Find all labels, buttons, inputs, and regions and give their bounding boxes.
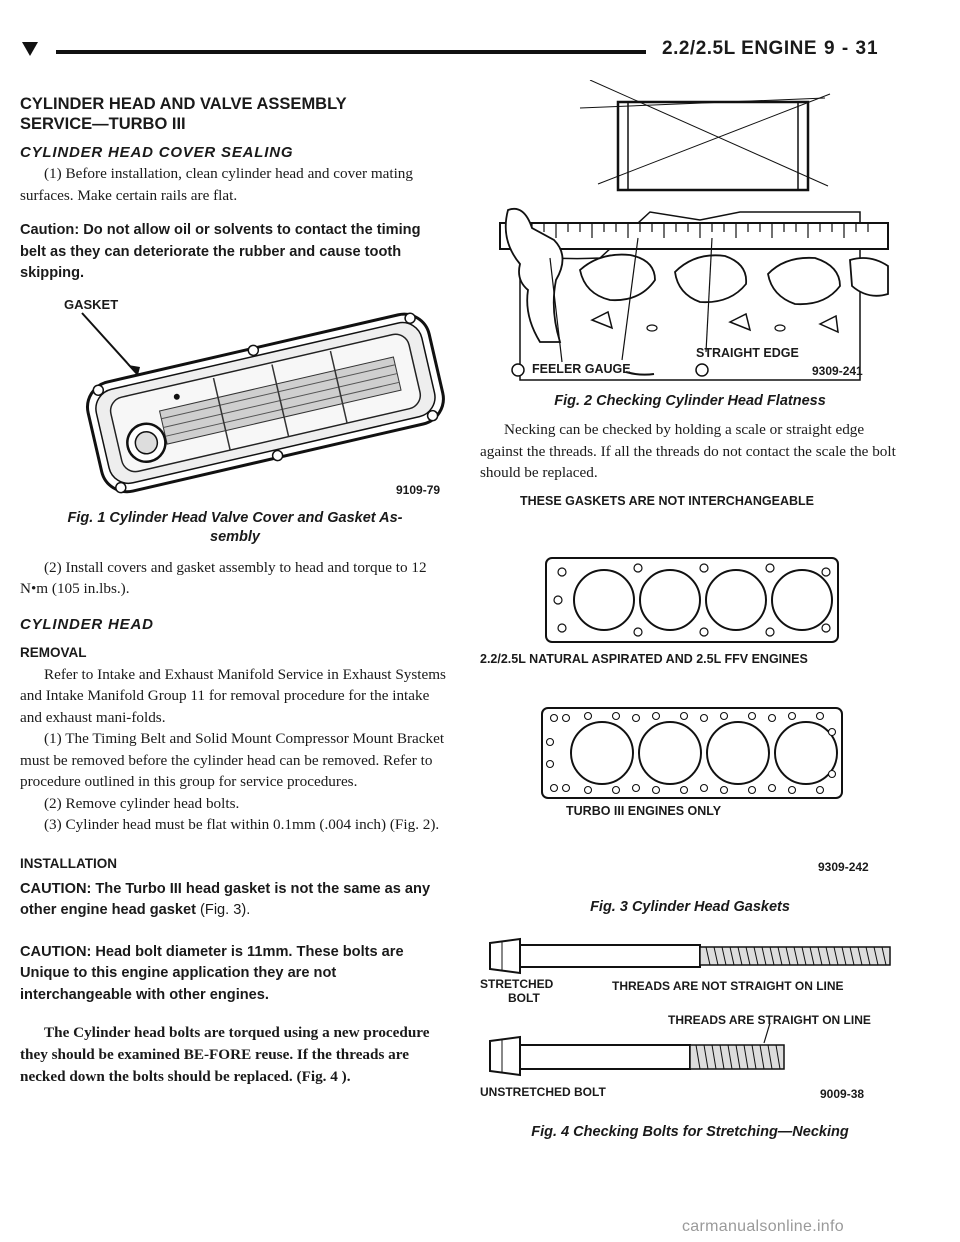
fig4-bolt-label: BOLT [508, 990, 540, 1005]
fig4-straight-label: THREADS ARE STRAIGHT ON LINE [668, 1012, 871, 1027]
cover-sealing-title: CYLINDER HEAD COVER SEALING [20, 144, 294, 161]
cover-step-1: (1) Before installation, clean cylinder … [20, 165, 413, 204]
fig1-caption-line1: Fig. 1 Cylinder Head Valve Cover and Gas… [67, 509, 403, 526]
fig1-code: 9109-79 [396, 482, 441, 497]
section-title-line1: CYLINDER HEAD AND VALVE ASSEMBLY [20, 95, 347, 113]
unstretched-bolt [489, 1035, 785, 1076]
section-title-line2: SERVICE—TURBO III [20, 115, 186, 133]
fig1-caption-line2: sembly [210, 528, 260, 545]
fig3-natural-label: 2.2/2.5L NATURAL ASPIRATED AND 2.5L FFV … [480, 651, 808, 666]
cover-step-2: (2) Install covers and gasket assembly t… [20, 558, 427, 598]
caution-head-gasket: CAUTION: The Turbo III head gasket is no… [20, 879, 450, 922]
fig2-caption: Fig. 2 Checking Cylinder Head Flatness [554, 393, 826, 409]
stretched-bolt [489, 937, 891, 974]
figure-2-flatness: FEELER GAUGE STRAIGHT EDGE 9309-241 [480, 80, 900, 388]
footer-watermark[interactable]: carmanualsonline.info [682, 1218, 844, 1235]
caution-timing-belt: Caution: Do not allow oil or solvents to… [20, 222, 421, 281]
removal-step-3: (3) Cylinder head must be flat within 0.… [44, 816, 440, 833]
fig1-gasket-label: GASKET [64, 296, 119, 312]
gaskets-illustration [541, 556, 843, 799]
valve-cover-illustration [81, 311, 445, 493]
fig2-code: 9309-241 [812, 364, 863, 378]
caution-head-gasket-text: CAUTION: The Turbo III head gasket is no… [20, 880, 431, 919]
fig3-turbo-label: TURBO III ENGINES ONLY [566, 803, 722, 818]
necking-text: Necking can be checked by holding a scal… [480, 421, 896, 481]
left-column: CYLINDER HEAD AND VALVE ASSEMBLY SERVICE… [20, 94, 450, 1088]
removal-step-1: (1) The Timing Belt and Solid Mount Comp… [20, 730, 445, 790]
fig3-not-interchangeable-label: THESE GASKETS ARE NOT INTERCHANGEABLE [520, 493, 815, 508]
right-column: FEELER GAUGE STRAIGHT EDGE 9309-241 Fig.… [480, 80, 900, 1142]
fig4-caption: Fig. 4 Checking Bolts for Stretching—Nec… [531, 1123, 849, 1140]
caution-bolt-diameter: CAUTION: Head bolt diameter is 11mm. The… [20, 943, 404, 1003]
removal-title: REMOVAL [20, 644, 87, 660]
header-rule [56, 50, 646, 54]
header-triangle-icon [22, 42, 38, 56]
bolt-reuse-note: The Cylinder head bolts are torqued usin… [20, 1024, 430, 1085]
fig4-stretched-label: STRETCHED [480, 976, 554, 991]
installation-title: INSTALLATION [20, 855, 117, 871]
caution-head-gasket-ref: (Fig. 3). [195, 902, 251, 918]
removal-intro: Refer to Intake and Exhaust Manifold Ser… [20, 665, 446, 726]
page-number: 9 - 31 [824, 38, 879, 59]
figure-3-gaskets: THESE GASKETS ARE NOT INTERCHANGEABLE 2.… [480, 492, 900, 898]
fig4-not-straight-label: THREADS ARE NOT STRAIGHT ON LINE [612, 978, 844, 993]
fig4-unstretched-label: UNSTRETCHED BOLT [480, 1084, 606, 1099]
cylinder-head-title: CYLINDER HEAD [20, 615, 154, 633]
fig4-code: 9009-38 [820, 1086, 865, 1101]
fig2-straight-edge-label: STRAIGHT EDGE [696, 346, 799, 360]
fig2-feeler-gauge-label: FEELER GAUGE [532, 362, 631, 376]
flatness-illustration [499, 80, 889, 381]
natural-aspirated-gasket [545, 556, 839, 643]
fig3-caption: Fig. 3 Cylinder Head Gaskets [590, 898, 790, 915]
figure-4-bolts: STRETCHED BOLT THREADS ARE NOT STRAIGHT … [480, 923, 900, 1119]
removal-step-2: (2) Remove cylinder head bolts. [44, 794, 240, 812]
figure-1-valve-cover: GASKET 9109-79 [20, 291, 450, 509]
bolts-illustration [489, 937, 891, 1076]
turbo-gasket [541, 706, 843, 799]
header-title: 2.2/2.5L ENGINE [662, 38, 817, 59]
fig3-code: 9309-242 [818, 859, 869, 874]
